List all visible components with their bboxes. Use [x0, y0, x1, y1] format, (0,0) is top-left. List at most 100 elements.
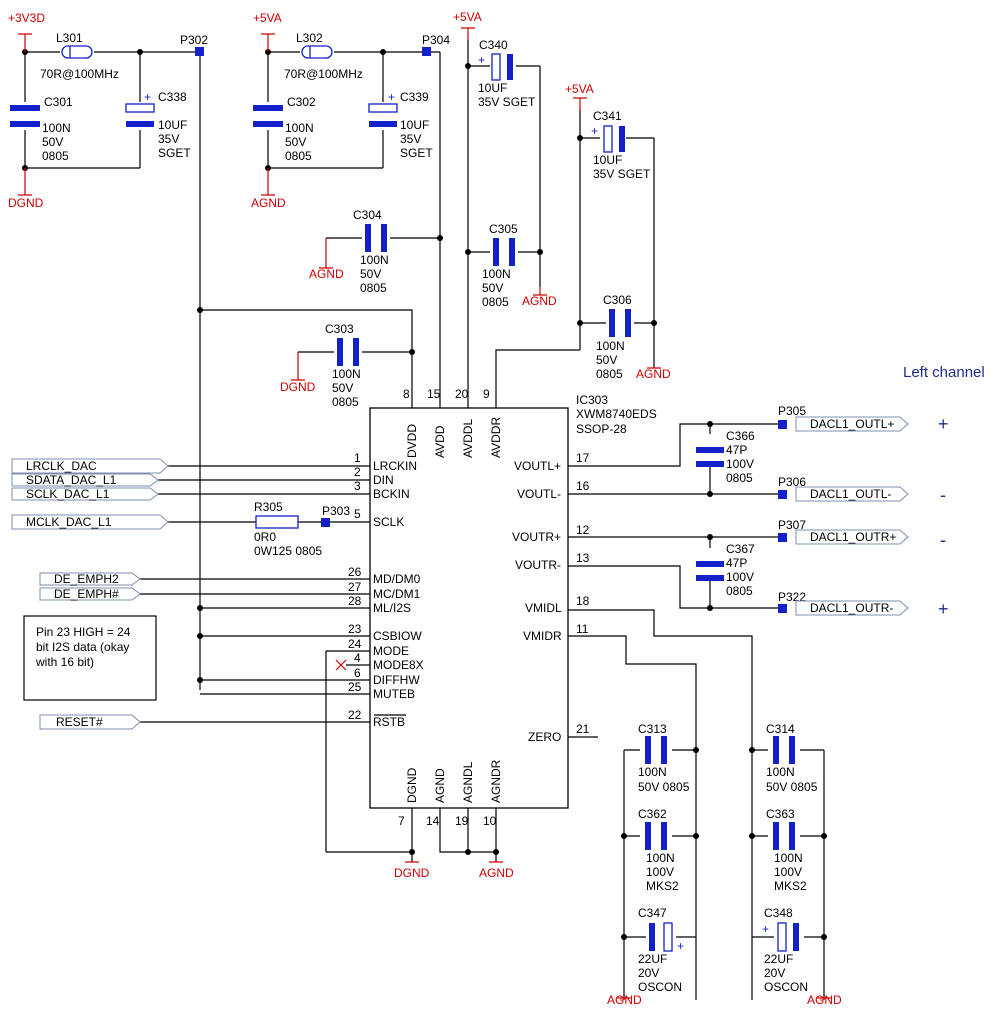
svg-text:C366: C366: [726, 429, 755, 443]
svg-text:3: 3: [354, 479, 361, 493]
svg-text:R305: R305: [254, 500, 283, 514]
svg-text:+: +: [144, 90, 151, 104]
svg-text:AGNDR: AGNDR: [489, 759, 503, 803]
svg-text:50V: 50V: [285, 135, 306, 149]
svg-text:C363: C363: [766, 807, 795, 821]
svg-text:SDATA_DAC_L1: SDATA_DAC_L1: [26, 473, 117, 487]
svg-text:C362: C362: [638, 807, 667, 821]
svg-text:15: 15: [427, 387, 441, 401]
svg-text:50V 0805: 50V 0805: [766, 780, 818, 794]
svg-text:AVDDR: AVDDR: [489, 417, 503, 458]
svg-text:L301: L301: [56, 31, 83, 45]
svg-text:+5VA: +5VA: [565, 82, 594, 96]
svg-text:70R@100MHz: 70R@100MHz: [284, 67, 363, 81]
svg-text:+: +: [762, 922, 769, 936]
svg-text:50V: 50V: [360, 267, 381, 281]
svg-text:VOUTR+: VOUTR+: [512, 530, 561, 544]
svg-text:100N: 100N: [332, 367, 361, 381]
svg-text:0R0: 0R0: [254, 530, 276, 544]
svg-text:SCLK_DAC_L1: SCLK_DAC_L1: [26, 487, 110, 501]
svg-text:0805: 0805: [726, 584, 753, 598]
svg-text:100V: 100V: [774, 865, 802, 879]
svg-text:MC/DM1: MC/DM1: [373, 587, 421, 601]
svg-text:DGND: DGND: [8, 196, 44, 210]
svg-text:RSTB: RSTB: [373, 715, 405, 729]
svg-text:MODE: MODE: [373, 644, 409, 658]
output-ports: P305 DACL1_OUTL+ + P306 DACL1_OUTL- - P3…: [778, 404, 949, 619]
svg-text:P304: P304: [422, 33, 450, 47]
ic-body: [369, 407, 569, 809]
svg-text:ML/I2S: ML/I2S: [373, 601, 411, 615]
svg-text:+: +: [938, 414, 949, 434]
svg-text:Pin 23 HIGH = 24: Pin 23 HIGH = 24: [36, 625, 131, 639]
svg-text:DACL1_OUTR+: DACL1_OUTR+: [810, 530, 896, 544]
svg-text:AGND: AGND: [251, 196, 286, 210]
svg-text:AVDD: AVDD: [433, 425, 447, 458]
svg-text:19: 19: [455, 814, 469, 828]
ic-bottom-pins: DGND AGND AGNDL AGNDR 7 14 19 10: [398, 759, 503, 828]
svg-text:100V: 100V: [726, 457, 754, 471]
svg-text:DIFFHW: DIFFHW: [373, 673, 420, 687]
section-heading: Left channel: [903, 364, 985, 381]
svg-text:50V: 50V: [596, 353, 617, 367]
svg-text:C306: C306: [603, 293, 632, 307]
svg-text:7: 7: [398, 814, 405, 828]
svg-text:AGNDL: AGNDL: [461, 761, 475, 803]
svg-text:ZERO: ZERO: [528, 730, 561, 744]
svg-text:10UF: 10UF: [158, 118, 187, 132]
rail-3v3d: +3V3D: [8, 11, 45, 25]
svg-text:AGND: AGND: [522, 294, 557, 308]
svg-text:50V: 50V: [482, 281, 503, 295]
svg-text:C367: C367: [726, 542, 755, 556]
svg-text:SGET: SGET: [158, 146, 191, 160]
svg-text:0805: 0805: [596, 367, 623, 381]
svg-text:+: +: [478, 53, 485, 67]
svg-text:MODE8X: MODE8X: [373, 658, 424, 672]
svg-text:P302: P302: [180, 33, 208, 47]
svg-text:DE_EMPH2: DE_EMPH2: [54, 572, 119, 586]
svg-text:14: 14: [426, 814, 440, 828]
svg-text:35V SGET: 35V SGET: [593, 167, 651, 181]
svg-text:VOUTL+: VOUTL+: [514, 459, 561, 473]
svg-text:20V: 20V: [764, 966, 785, 980]
svg-text:DGND: DGND: [280, 380, 316, 394]
svg-text:0805: 0805: [332, 395, 359, 409]
svg-text:47P: 47P: [726, 556, 747, 570]
svg-text:100N: 100N: [774, 851, 803, 865]
svg-text:P303: P303: [322, 504, 350, 518]
svg-text:12: 12: [576, 523, 590, 537]
svg-text:27: 27: [348, 580, 362, 594]
svg-text:C339: C339: [400, 90, 429, 104]
svg-text:MKS2: MKS2: [774, 879, 807, 893]
svg-text:100N: 100N: [638, 765, 667, 779]
svg-text:RESET#: RESET#: [56, 715, 103, 729]
svg-text:bit I2S data (okay: bit I2S data (okay: [36, 640, 129, 654]
svg-text:AGND: AGND: [479, 866, 514, 880]
svg-text:AGND: AGND: [636, 367, 671, 381]
svg-text:70R@100MHz: 70R@100MHz: [40, 67, 119, 81]
svg-text:16: 16: [576, 479, 590, 493]
svg-text:BCKIN: BCKIN: [373, 487, 410, 501]
input-ports: LRCLK_DAC SDATA_DAC_L1 SCLK_DAC_L1 MCLK_…: [11, 458, 169, 730]
svg-text:28: 28: [348, 594, 362, 608]
svg-text:DGND: DGND: [405, 767, 419, 803]
wires: [24, 40, 825, 1000]
svg-text:AGND: AGND: [309, 267, 344, 281]
svg-text:SGET: SGET: [400, 146, 433, 160]
svg-text:C302: C302: [287, 95, 316, 109]
svg-text:C304: C304: [353, 208, 382, 222]
svg-text:VMIDL: VMIDL: [525, 601, 562, 615]
svg-text:DACL1_OUTL-: DACL1_OUTL-: [810, 487, 891, 501]
svg-text:47P: 47P: [726, 443, 747, 457]
svg-text:0805: 0805: [285, 149, 312, 163]
svg-text:8: 8: [403, 387, 410, 401]
svg-text:+5VA: +5VA: [453, 10, 482, 24]
svg-text:DGND: DGND: [394, 866, 430, 880]
svg-text:+5VA: +5VA: [253, 11, 282, 25]
svg-text:0W125 0805: 0W125 0805: [254, 544, 322, 558]
svg-text:0805: 0805: [360, 281, 387, 295]
svg-text:C348: C348: [764, 906, 793, 920]
